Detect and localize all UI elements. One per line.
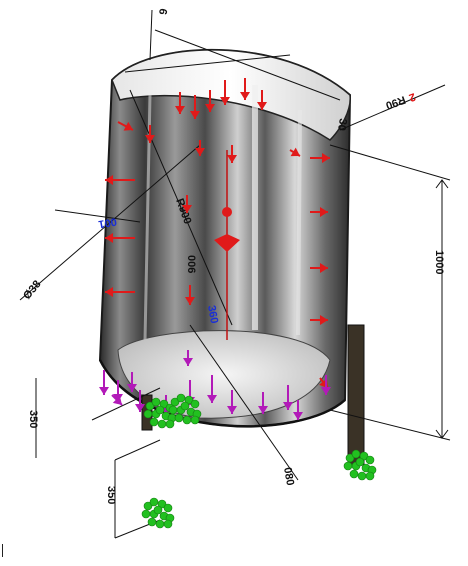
load-arrow <box>240 78 250 100</box>
fixture-arrow <box>258 392 268 414</box>
dim-height: 1000 <box>433 250 445 274</box>
blue-label-center: 360 <box>205 304 220 324</box>
load-arrow <box>105 233 135 243</box>
dim-mid-value: 006 <box>185 255 197 273</box>
fixture-arrow <box>99 370 109 395</box>
load-arrow <box>310 315 328 325</box>
load-arrow <box>185 285 195 305</box>
load-arrows <box>105 78 330 389</box>
tank-bottom-edge <box>98 359 346 428</box>
load-arrow <box>182 195 192 213</box>
fixture-arrows <box>99 350 331 420</box>
dim-bottom-diag: 080 <box>281 466 296 486</box>
fixture-arrow <box>127 372 137 392</box>
load-arrow <box>105 175 135 185</box>
blue-label-left: 001 <box>97 215 117 230</box>
center-axis <box>214 150 240 340</box>
dim-top-small: 6 <box>156 7 169 15</box>
fixture-markers <box>141 393 377 529</box>
load-arrow <box>117 121 134 131</box>
load-arrow <box>175 92 185 114</box>
fixture-arrow <box>227 390 237 414</box>
fixture-marker <box>343 449 377 481</box>
load-arrow <box>195 140 205 156</box>
fixture-arrow <box>183 350 193 366</box>
fixture-arrow <box>321 375 331 395</box>
fixture-arrow <box>207 375 217 403</box>
load-arrow <box>205 90 215 112</box>
dimension-lines <box>19 9 451 539</box>
fixture-marker <box>168 393 202 425</box>
fixture-arrow <box>293 400 303 420</box>
load-arrow <box>220 80 230 105</box>
fixture-arrow <box>283 385 293 410</box>
text-cursor <box>2 544 3 557</box>
dim-radius-top: R90 <box>384 93 407 111</box>
load-arrow <box>310 263 328 273</box>
dim-leg-left: 350 <box>27 410 39 428</box>
fixture-arrow <box>111 394 123 406</box>
load-arrow <box>190 95 200 119</box>
dim-top-thickness: 30 <box>335 117 349 131</box>
load-arrow <box>289 147 301 157</box>
fixture-marker <box>141 497 175 529</box>
load-arrow <box>257 90 267 110</box>
load-arrow <box>145 125 155 143</box>
dim-radius-top-mark: 2 <box>407 90 417 103</box>
leg-right <box>347 324 365 466</box>
load-arrow <box>310 153 330 163</box>
load-arrow <box>105 287 135 297</box>
fixture-arrow <box>135 390 145 412</box>
tank-top-rim <box>111 49 351 141</box>
load-arrow <box>227 145 237 163</box>
load-arrow <box>310 207 328 217</box>
dim-leg-bottom: 350 <box>105 486 117 504</box>
dim-dia-left: Ø38 <box>21 278 44 302</box>
